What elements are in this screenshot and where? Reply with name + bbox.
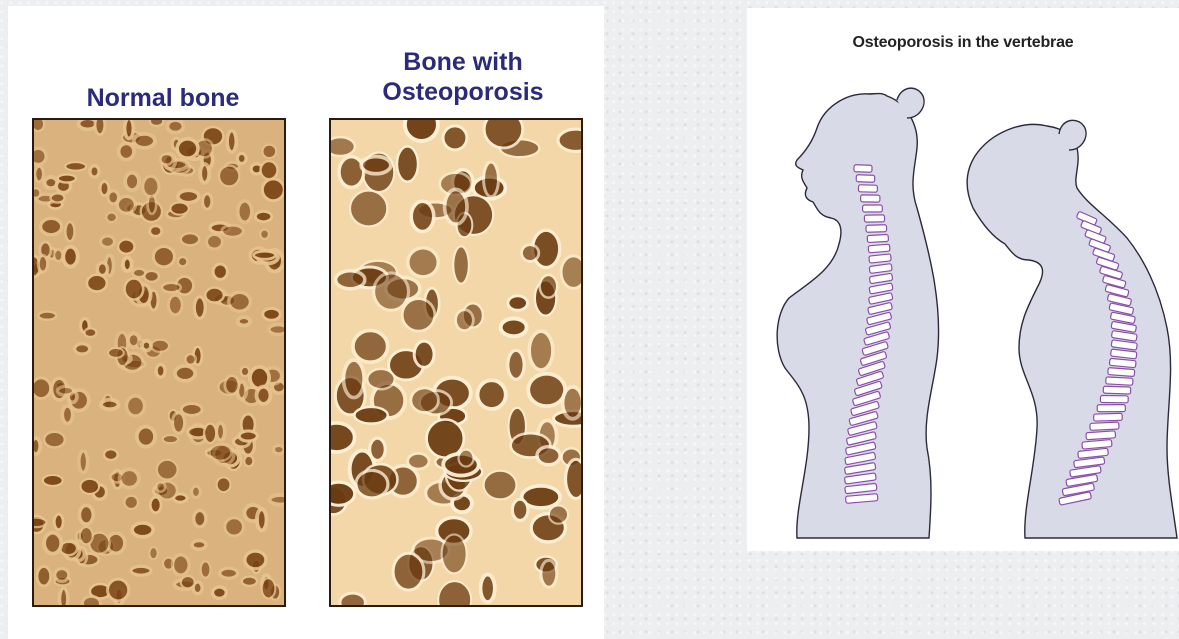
label-osteoporosis-bone: Bone with Osteoporosis: [338, 47, 588, 107]
label-normal-bone: Normal bone: [38, 83, 288, 113]
vertebrae-diagram-panel: Osteoporosis in the vertebrae: [747, 8, 1179, 551]
osteoporosis-bone-texture: [329, 118, 583, 607]
normal-bone-texture: [32, 118, 286, 607]
label-osteo-line1: Bone with: [338, 47, 588, 77]
label-osteo-line2: Osteoporosis: [338, 77, 588, 107]
vertebrae-figure: [747, 8, 1179, 551]
